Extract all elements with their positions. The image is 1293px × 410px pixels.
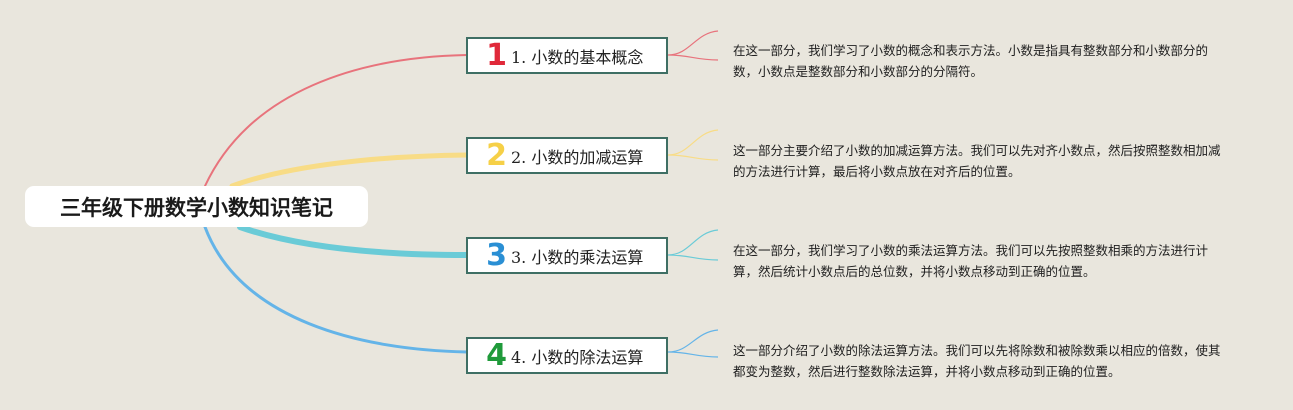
- callout-connector-3: [667, 229, 719, 261]
- description-addition-subtraction: 这一部分主要介绍了小数的加减运算方法。我们可以先对齐小数点，然后按照整数相加减的…: [733, 143, 1221, 179]
- description-basic-concept: 在这一部分，我们学习了小数的概念和表示方法。小数是指具有整数部分和小数部分的数，…: [733, 43, 1209, 79]
- callout-connectors: [667, 30, 719, 358]
- callout-connector-2: [667, 129, 719, 161]
- description-multiplication: 在这一部分，我们学习了小数的乘法运算方法。我们可以先按照整数相乘的方法进行计算，…: [733, 243, 1209, 279]
- number-2-icon: 2: [486, 137, 507, 173]
- callout-connector-4: [667, 329, 719, 358]
- main-connectors: [203, 54, 470, 354]
- topic-label: 2. 小数的加减运算: [511, 147, 644, 167]
- root-topic[interactable]: 三年级下册数学小数知识笔记: [25, 186, 368, 227]
- topic-label: 4. 小数的除法运算: [511, 347, 644, 367]
- topic-label: 1. 小数的基本概念: [511, 47, 644, 67]
- connector-branch-4: [203, 225, 469, 354]
- topic-basic-concept[interactable]: 1 1. 小数的基本概念: [466, 37, 668, 74]
- topic-addition-subtraction[interactable]: 2 2. 小数的加减运算: [466, 137, 668, 174]
- topic-label: 3. 小数的乘法运算: [511, 247, 644, 267]
- connector-branch-3: [237, 224, 470, 258]
- topic-multiplication[interactable]: 3 3. 小数的乘法运算: [466, 237, 668, 274]
- description-division: 这一部分介绍了小数的除法运算方法。我们可以先将除数和被除数乘以相应的倍数，使其都…: [733, 343, 1221, 379]
- number-4-icon: 4: [486, 337, 507, 373]
- callout-connector-1: [667, 30, 719, 61]
- number-3-icon: 3: [486, 237, 507, 273]
- number-1-icon: 1: [486, 37, 507, 73]
- connector-branch-1: [204, 54, 468, 187]
- connector-branch-2: [229, 152, 470, 189]
- topic-division[interactable]: 4 4. 小数的除法运算: [466, 337, 668, 374]
